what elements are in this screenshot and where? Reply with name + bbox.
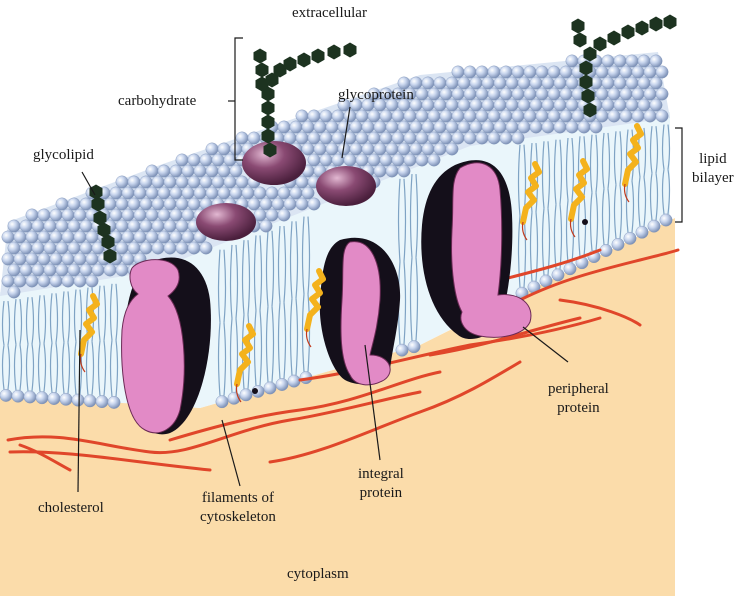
- label-integral-protein-line2: protein: [359, 485, 403, 501]
- label-extracellular: extracellular: [292, 5, 367, 21]
- carbohydrate-chains: [89, 14, 677, 264]
- label-lipid-bilayer-line1: lipid: [699, 151, 727, 167]
- glycoprotein-dome: [242, 141, 306, 185]
- label-glycoprotein: glycoprotein: [338, 87, 414, 103]
- label-peripheral-protein-line2: protein: [557, 400, 600, 416]
- label-integral-protein-line1: integral: [358, 466, 404, 482]
- label-lipid-bilayer-line2: bilayer: [692, 170, 734, 186]
- label-cholesterol: cholesterol: [38, 500, 104, 516]
- label-peripheral-protein-line1: peripheral: [548, 381, 609, 397]
- protein-right: [421, 160, 532, 340]
- glycoprotein-dome: [196, 203, 256, 241]
- label-filaments: filaments of cytoskeleton: [200, 489, 276, 527]
- cholesterol-molecules: [78, 123, 644, 403]
- pointer-lines: [77, 37, 683, 493]
- label-peripheral-protein: peripheral protein: [548, 380, 609, 418]
- label-cytoplasm: cytoplasm: [287, 566, 349, 582]
- glycoprotein-dome: [316, 166, 376, 206]
- label-lipid-bilayer: lipid bilayer: [692, 150, 734, 188]
- lipid-heads: [0, 54, 673, 409]
- label-filaments-line2: cytoskeleton: [200, 509, 276, 525]
- label-filaments-line1: filaments of: [201, 490, 274, 506]
- protein-middle: [319, 237, 401, 386]
- label-integral-protein: integral protein: [358, 465, 404, 503]
- label-glycolipid: glycolipid: [33, 147, 94, 163]
- cytoskeleton-filaments: [6, 248, 680, 472]
- label-carbohydrate: carbohydrate: [118, 93, 197, 109]
- protein-left: [121, 257, 211, 435]
